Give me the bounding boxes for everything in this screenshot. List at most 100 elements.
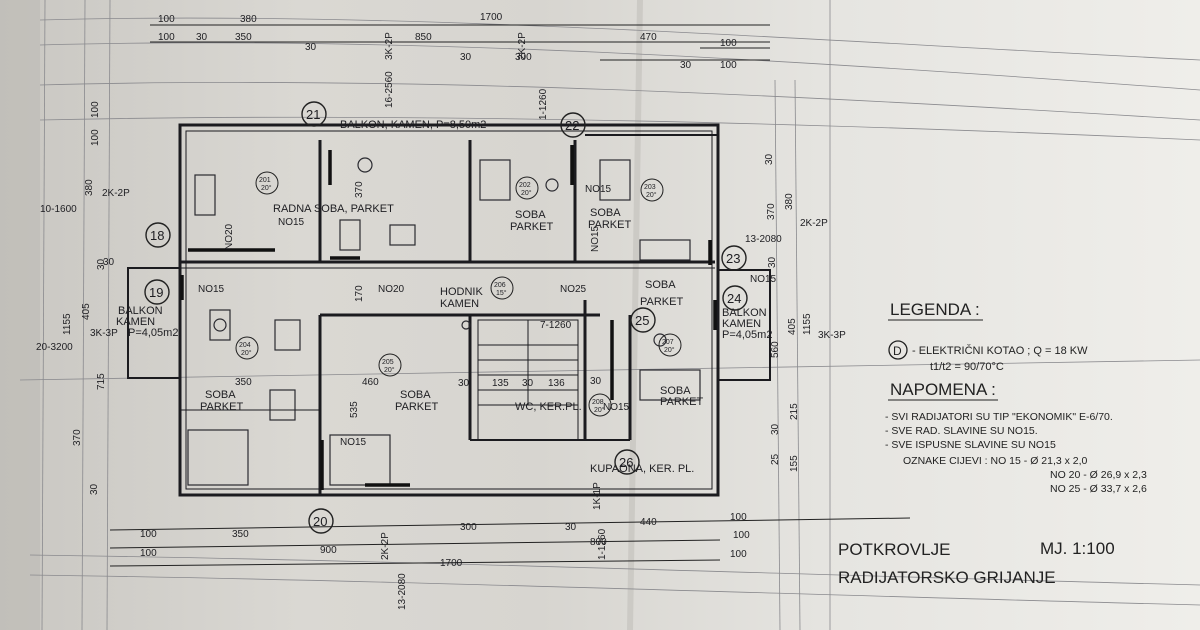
- dim-text: 25: [770, 453, 781, 465]
- room-floor: KAMEN: [440, 298, 479, 310]
- room-label: SOBA: [205, 389, 236, 401]
- room-label: BALKON: [118, 305, 163, 317]
- legend-symbol: D: [893, 344, 902, 358]
- bed: [599, 159, 631, 201]
- pipe-tag: NO15: [750, 274, 777, 285]
- dim-text: 100: [720, 38, 737, 49]
- dim-text: 300: [515, 52, 532, 63]
- room-temperature: 20°: [594, 406, 605, 414]
- callout-number: 22: [565, 118, 579, 133]
- callout-number: 21: [306, 107, 320, 122]
- scale-label: MJ. 1:100: [1040, 539, 1115, 558]
- balcony-left: [127, 267, 181, 379]
- furniture: [187, 157, 701, 486]
- lamp: [545, 178, 559, 192]
- room-number: 203: [644, 184, 656, 191]
- dim-text: 30: [764, 153, 775, 165]
- dim-text: 30: [767, 256, 778, 268]
- callout-number: 23: [726, 251, 740, 266]
- dim-text: 1155: [62, 313, 73, 335]
- dim-text: 380: [84, 179, 95, 196]
- title-block: POTKROVLJE MJ. 1:100 RADIJATORSKO GRIJAN…: [838, 539, 1115, 587]
- callout: 20: [308, 508, 334, 534]
- dim-text: 1155: [802, 313, 813, 335]
- callouts: 21 22 18 19 23 24 25 20 26: [144, 101, 748, 534]
- callout: 23: [721, 245, 747, 271]
- room-floor: KAMEN: [722, 318, 761, 330]
- dim-text: 370: [72, 429, 83, 446]
- top-dimension-lines: [150, 24, 770, 61]
- dim-text: 100: [730, 512, 747, 523]
- dim-text: 30: [305, 42, 317, 53]
- riser-tag: 2K-2P: [517, 32, 528, 60]
- dim-text: 100: [730, 549, 747, 560]
- callout-number: 24: [727, 291, 741, 306]
- dim-text: 30: [522, 378, 534, 389]
- note-line: OZNAKE CIJEVI : NO 15 - Ø 21,3 x 2,0: [903, 455, 1088, 467]
- desk: [194, 174, 216, 216]
- radiators: [180, 145, 717, 490]
- lamp: [357, 157, 373, 173]
- dim-text: 350: [235, 377, 252, 388]
- riser-tag: 2K-2P: [102, 188, 130, 199]
- callout: 24: [722, 285, 748, 311]
- dim-text: 135: [492, 378, 509, 389]
- room-temperature: 20°: [646, 191, 657, 199]
- level-marks: 16-2560 1-1260 10-1600 20-3200 13-2080 1…: [36, 71, 782, 610]
- room-temperature: 20°: [261, 184, 272, 192]
- dim-text: 215: [789, 403, 800, 420]
- room-floor: PARKET: [640, 296, 683, 308]
- legend: LEGENDA : D - ELEKTRIČNI KOTAO ; Q = 18 …: [885, 300, 1147, 495]
- legend-line: t1/t2 = 90/70°C: [930, 361, 1004, 373]
- level-mark: 1-1260: [597, 528, 608, 560]
- callout-number: 26: [619, 455, 633, 470]
- room-label: HODNIK: [440, 286, 483, 298]
- room-number: 204: [239, 342, 251, 349]
- dim-text: 30: [460, 52, 472, 63]
- bed: [329, 434, 391, 486]
- notes-title: NAPOMENA :: [890, 380, 996, 399]
- dim-text: 370: [354, 181, 365, 198]
- callout: 22: [560, 112, 586, 138]
- room-floor: PARKET: [395, 401, 438, 413]
- outer-wall-inner-line: [185, 130, 713, 490]
- level-mark: 13-2080: [745, 234, 782, 245]
- dim-text: 155: [789, 455, 800, 472]
- riser-tag: 2K-2P: [800, 218, 828, 229]
- left-dimensions: 100 100 380 30 1155 405 715 370 30: [62, 101, 107, 495]
- dim-text: 460: [362, 377, 379, 388]
- legend-title: LEGENDA :: [890, 300, 980, 319]
- dim-text: 535: [349, 401, 360, 418]
- dim-text: 100: [158, 14, 175, 25]
- armchair: [269, 389, 296, 421]
- floor-title: POTKROVLJE: [838, 540, 950, 559]
- dim-text: 100: [158, 32, 175, 43]
- level-mark: 1-1260: [538, 88, 549, 120]
- dim-text: 30: [103, 257, 115, 268]
- note-line: - SVE RAD. SLAVINE SU NO15.: [885, 425, 1038, 437]
- dim-text: 100: [733, 530, 750, 541]
- room-label: SOBA: [590, 207, 621, 219]
- lamp: [213, 318, 227, 332]
- room-number: 205: [382, 359, 394, 366]
- room-floor: PARKET: [510, 221, 553, 233]
- room-floor: PARKET: [200, 401, 243, 413]
- dim-text: 100: [140, 548, 157, 559]
- room-labels: BALKON, KAMEN, P=8,50m2 RADNA SOBA, PARK…: [116, 119, 772, 475]
- room-label: BALKON, KAMEN, P=8,50m2: [340, 119, 486, 131]
- dim-text: 100: [90, 129, 101, 146]
- room-floor: PARKET: [660, 396, 703, 408]
- room-number: 208: [592, 399, 604, 406]
- dim-text: 380: [784, 193, 795, 210]
- room-number: 201: [259, 177, 271, 184]
- dim-text: 30: [96, 258, 107, 270]
- callout: 25: [630, 307, 656, 333]
- riser-tag: 3K-2P: [384, 32, 395, 60]
- dim-text: 800: [590, 537, 607, 548]
- boiler-symbol-icon: [888, 340, 908, 360]
